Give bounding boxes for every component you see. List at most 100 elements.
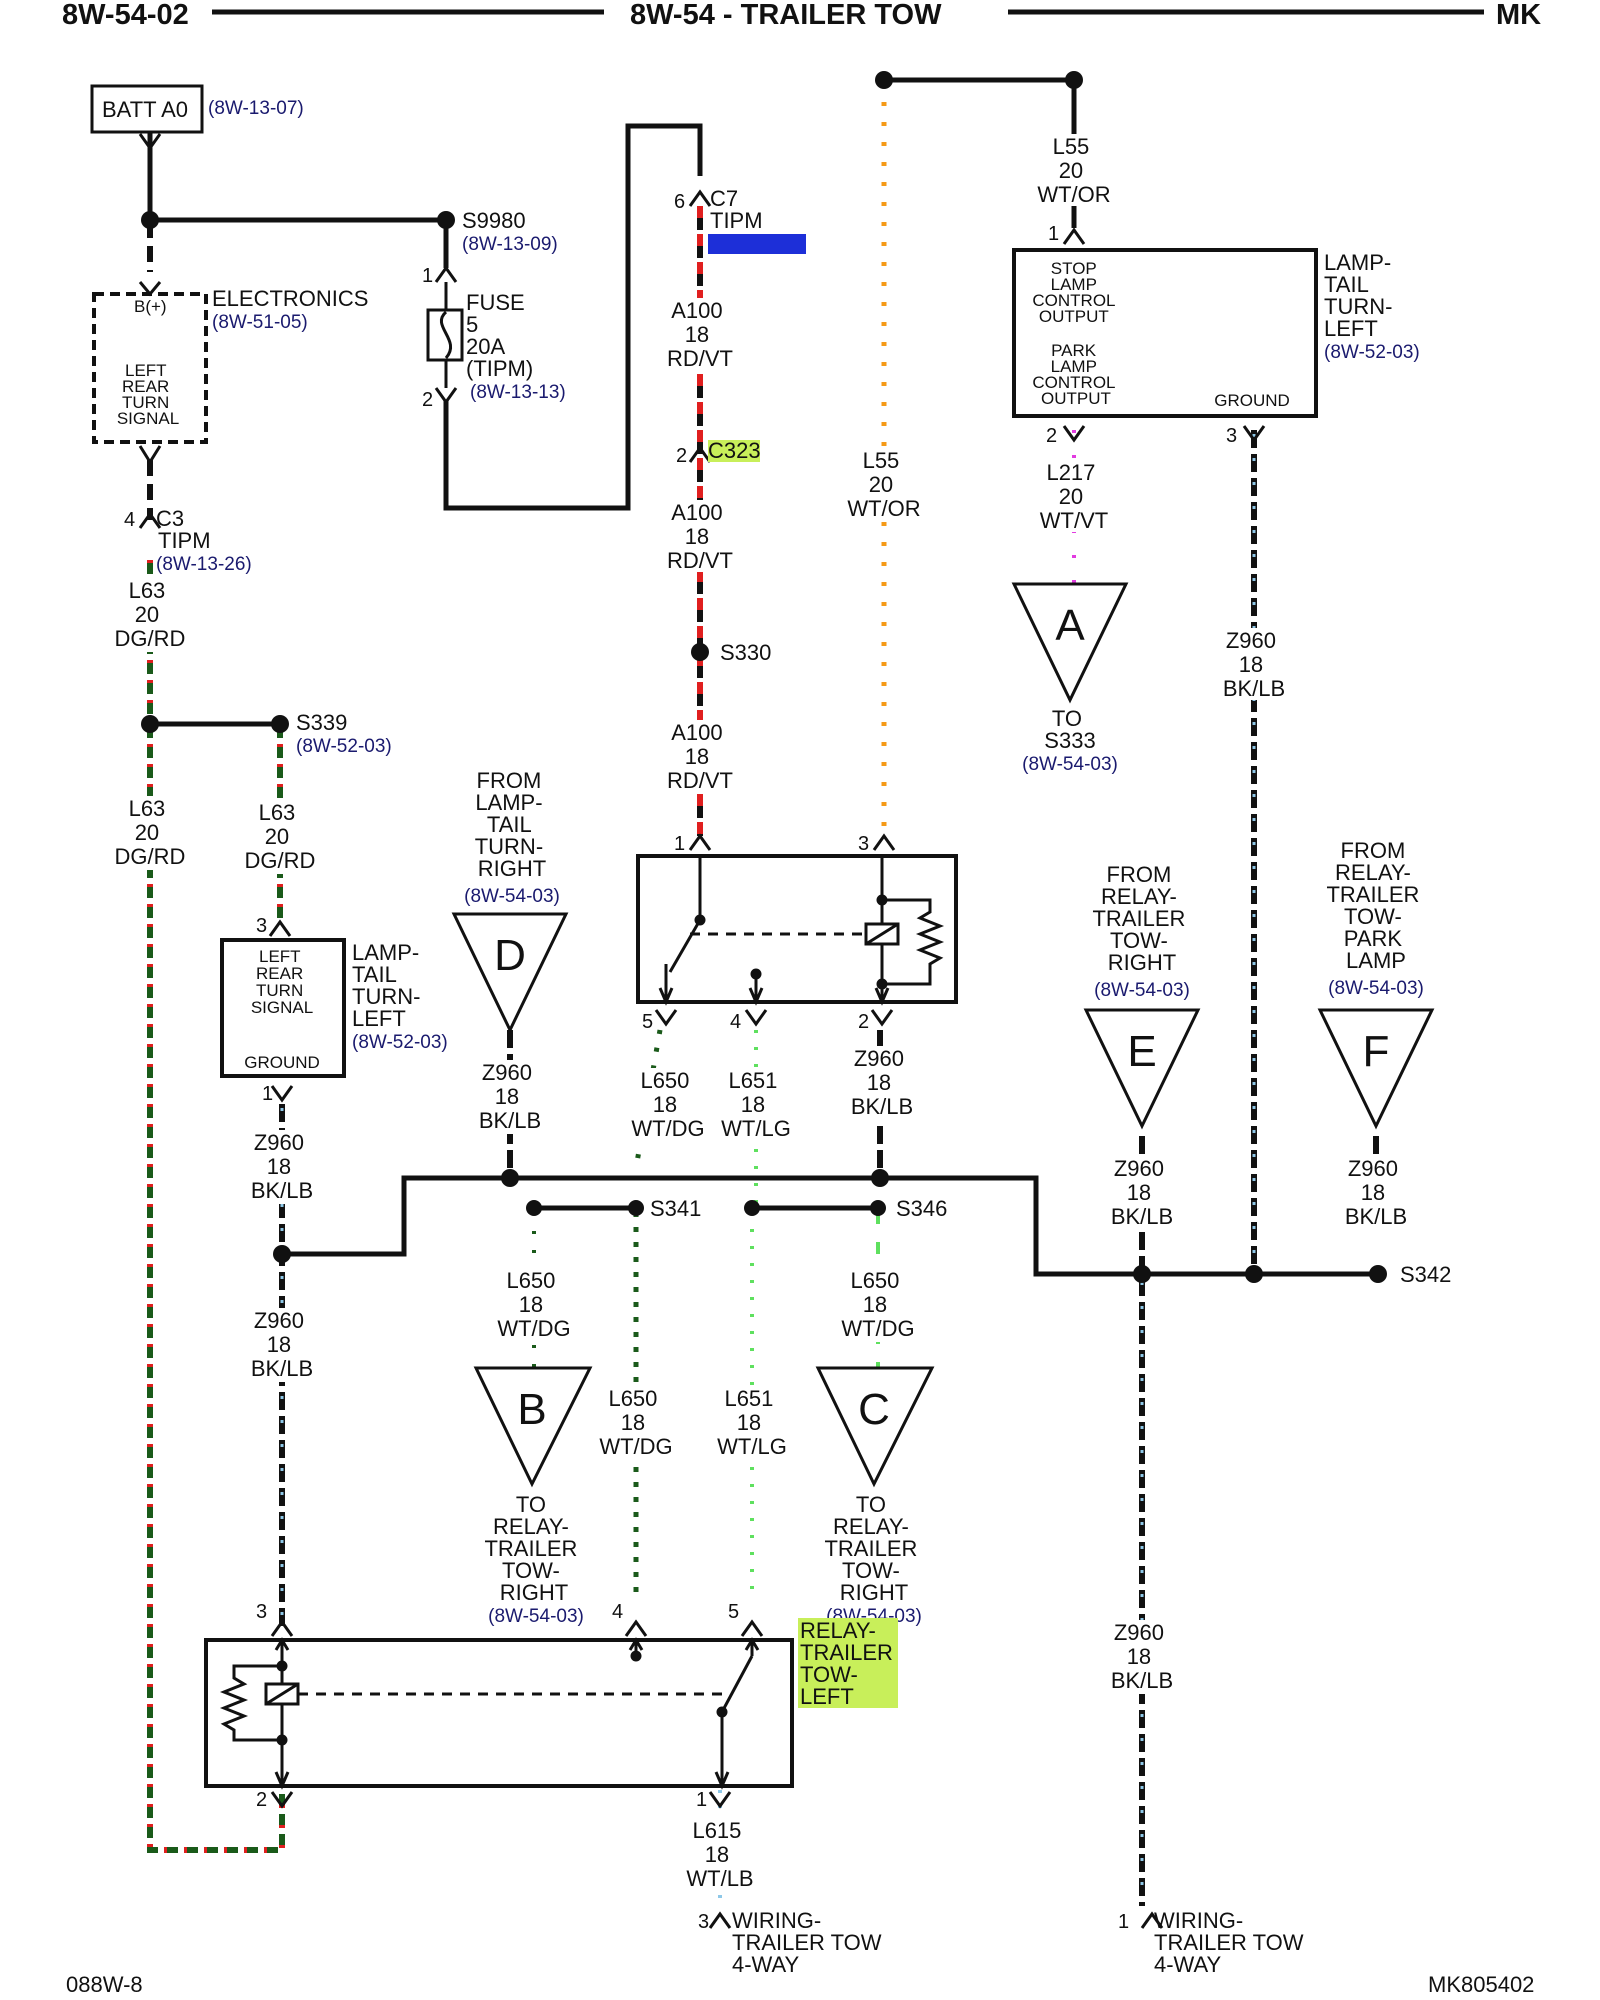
relay-upper-pin4-mark xyxy=(744,1009,768,1027)
lamp-left-pin3-mark xyxy=(268,919,292,937)
splice-dot xyxy=(271,715,289,733)
fuse-pin1-mark xyxy=(434,265,458,283)
c3-sub: TIPM xyxy=(158,528,211,553)
wiring-right-pin: 1 xyxy=(1118,1911,1129,1933)
lamp-top-pin2-mark xyxy=(1062,425,1086,443)
fuse-ref: (8W-13-13) xyxy=(470,382,566,403)
fuse-body xyxy=(426,308,464,362)
c7-name: C7 xyxy=(710,186,738,211)
splice-dot xyxy=(141,715,159,733)
c323-mark xyxy=(688,445,712,463)
offpage-f-triangle xyxy=(1317,1008,1435,1130)
splice-s330-label: S330 xyxy=(720,640,771,665)
splice-s339-label: S339 xyxy=(296,710,347,735)
splice-dot xyxy=(870,1200,886,1216)
splice-dot xyxy=(691,643,709,661)
svg-text:A100 18 RD/VT: A100 18 RD/VT xyxy=(667,500,733,573)
wire-label-l650-b: L650 18 WT/DG xyxy=(494,1268,574,1342)
svg-text:L650 18 WT/DG: L650 18 WT/DG xyxy=(841,1268,914,1341)
lamp-top-ref: (8W-52-03) xyxy=(1324,342,1420,363)
offpage-b-ref: (8W-54-03) xyxy=(488,1606,584,1627)
relay-upper: 1 3 5 4 2 xyxy=(636,833,958,1033)
offpage-connector-e: FROM RELAY- TRAILER TOW- RIGHT (8W-54-03… xyxy=(1083,862,1201,1130)
svg-text:Z960 18 BK/LB: Z960 18 BK/LB xyxy=(1345,1156,1407,1229)
relay-upper-pin1: 1 xyxy=(674,833,685,855)
wire-label-l650-c: L650 18 WT/DG xyxy=(838,1268,918,1342)
splice-dot xyxy=(273,1245,291,1263)
svg-text:Z960 18 BK/LB: Z960 18 BK/LB xyxy=(1111,1620,1173,1693)
electronics-name: ELECTRONICS xyxy=(212,286,368,311)
c3-ref: (8W-13-26) xyxy=(156,554,252,575)
header-title: 8W-54 - TRAILER TOW xyxy=(630,0,942,31)
wire-label-l63-1: L63 20 DG/RD xyxy=(115,578,185,652)
splice-s346-label: S346 xyxy=(896,1196,947,1221)
offpage-f-letter: F xyxy=(1363,1027,1390,1076)
electronics-ref: (8W-51-05) xyxy=(212,312,308,333)
relay-upper-pin1-mark xyxy=(688,833,712,851)
batt-label: BATT A0 xyxy=(102,97,188,122)
c323-name: C323 xyxy=(708,438,761,463)
wire-label-z960-relay: Z960 18 BK/LB xyxy=(844,1046,920,1120)
electronics-out-mark xyxy=(138,445,162,472)
relay-lower-pin5: 5 xyxy=(728,1601,739,1623)
lamp-top-pin3-mark xyxy=(1242,425,1266,443)
svg-text:L651 18 WT/LG: L651 18 WT/LG xyxy=(717,1386,787,1459)
offpage-d-letter: D xyxy=(494,931,526,980)
fuse-element xyxy=(439,310,453,359)
offpage-c-triangle xyxy=(815,1366,935,1488)
fuse-pin2-mark xyxy=(434,387,458,405)
relay-lower-name: RELAY- TRAILER TOW- LEFT xyxy=(800,1618,899,1709)
offpage-a-triangle xyxy=(1011,582,1129,704)
splice-s9980-ref: (8W-13-09) xyxy=(462,234,558,255)
lamp-left-pin1: 1 xyxy=(262,1083,273,1105)
svg-text:L63 20 DG/RD: L63 20 DG/RD xyxy=(115,796,186,869)
svg-text:Z960 18 BK/LB: Z960 18 BK/LB xyxy=(851,1046,913,1119)
batt-connector-mark xyxy=(138,133,162,158)
svg-text:A100 18 RD/VT: A100 18 RD/VT xyxy=(667,298,733,371)
svg-text:L650 18 WT/DG: L650 18 WT/DG xyxy=(497,1268,570,1341)
header-model: MK xyxy=(1496,0,1541,31)
wire-label-l63-2: L63 20 DG/RD xyxy=(112,796,188,870)
lamp-top-pin1-mark xyxy=(1062,227,1086,245)
c323-pin: 2 xyxy=(676,445,687,467)
relay-lower-pin1-mark xyxy=(708,1791,732,1809)
relay-upper-pin5: 5 xyxy=(642,1011,653,1033)
svg-text:L650 18 WT/DG: L650 18 WT/DG xyxy=(631,1068,704,1141)
electronics-inner: LEFT REAR TURN SIGNAL xyxy=(117,361,179,428)
offpage-e-letter: E xyxy=(1127,1027,1156,1076)
splice-dot xyxy=(141,211,159,229)
lamp-left-box xyxy=(220,938,346,1078)
splice-s9980: S9980 (8W-13-09) xyxy=(141,208,558,255)
connector-wiring-right: 1 WIRING- TRAILER TOW 4-WAY xyxy=(1118,1908,1304,1977)
wire-l63-lower-red xyxy=(147,724,285,1853)
relay-upper-box xyxy=(636,854,958,1004)
electronics-module: B(+) LEFT REAR TURN SIGNAL ELECTRONICS (… xyxy=(92,281,368,472)
lamp-left-ground: GROUND xyxy=(244,1053,320,1072)
splice-dot xyxy=(526,1200,542,1216)
c7-mark xyxy=(688,189,712,207)
wire-label-l63-3: L63 20 DG/RD xyxy=(242,800,320,874)
svg-text:L63 20 DG/RD: L63 20 DG/RD xyxy=(245,800,316,873)
relay-trailer-tow-left: 3 4 5 2 1 xyxy=(204,1601,899,1811)
lamp-top-name: LAMP- TAIL TURN- LEFT xyxy=(1324,250,1399,341)
wire-fuse-c7-loop xyxy=(443,123,703,511)
splice-dot xyxy=(501,1169,519,1187)
lamp-tail-turn-left-lower: 3 LEFT REAR TURN SIGNAL GROUND LAMP- TAI… xyxy=(220,915,448,1105)
relay-upper-pin2-mark xyxy=(870,1009,894,1027)
splice-s9980-label: S9980 xyxy=(462,208,526,233)
splice-dot xyxy=(628,1200,644,1216)
fuse-pin2: 2 xyxy=(422,389,433,411)
electronics-pin: B(+) xyxy=(134,297,167,316)
splice-dot xyxy=(875,71,893,89)
c7-pin: 6 xyxy=(674,191,685,213)
c7-sub: TIPM xyxy=(710,208,763,233)
svg-text:L217 20 WT/VT: L217 20 WT/VT xyxy=(1040,460,1108,533)
svg-text:Z960 18 BK/LB: Z960 18 BK/LB xyxy=(251,1308,313,1381)
offpage-d-triangle xyxy=(451,912,569,1034)
offpage-connector-c: C TO RELAY- TRAILER TOW- RIGHT (8W-54-03… xyxy=(815,1366,935,1627)
wire-label-l651-mid: L651 18 WT/LG xyxy=(712,1386,792,1460)
splice-dot xyxy=(744,1200,760,1216)
svg-text:L55 20 WT/OR: L55 20 WT/OR xyxy=(847,448,920,521)
wiring-left-mark xyxy=(708,1911,732,1929)
wire-ground-bus xyxy=(282,1175,1378,1277)
